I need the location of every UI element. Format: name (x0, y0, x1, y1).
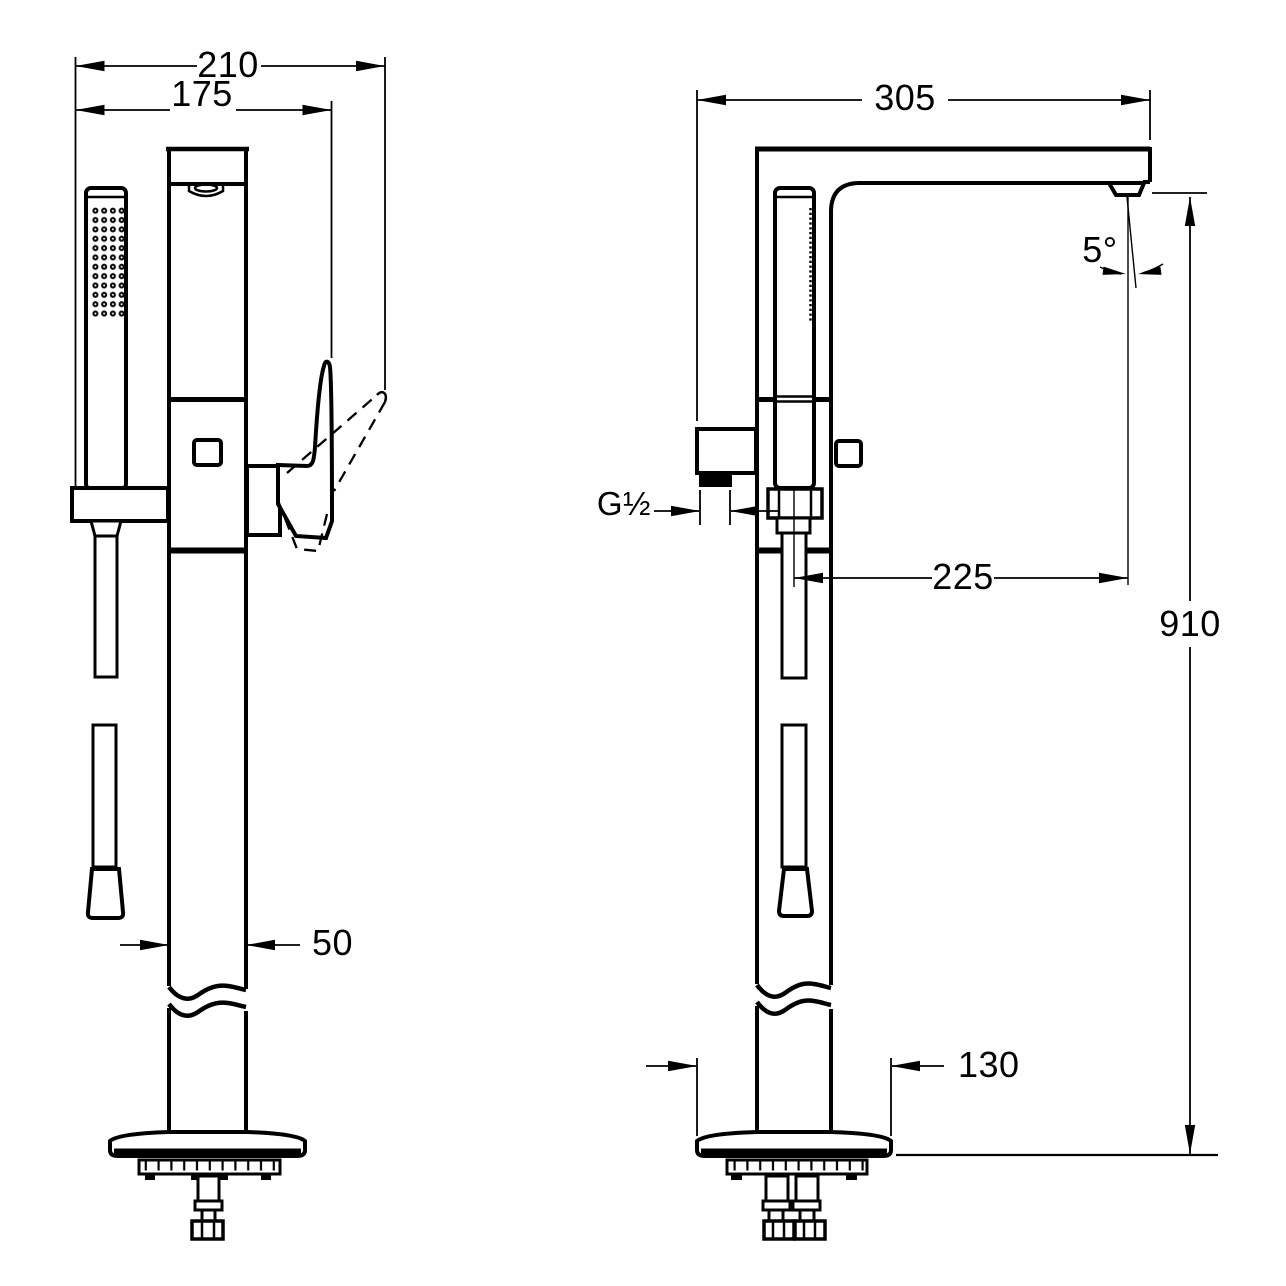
front-view: 210 175 50 (70, 44, 387, 1241)
dim-130-label: 130 (958, 1044, 1020, 1085)
dim-column-width: 50 (120, 922, 353, 963)
break-line (755, 981, 832, 999)
aerator-detail (187, 183, 225, 198)
hose-nut (766, 487, 824, 520)
break-line (167, 983, 247, 1001)
dim-spout-angle: 5° (1082, 196, 1164, 585)
break-line (167, 1000, 247, 1018)
mixer-lever (245, 359, 387, 553)
side-column-lower (755, 981, 833, 1134)
spout-outlet (1105, 181, 1147, 197)
front-base (108, 1130, 307, 1241)
dim-910-label: 910 (1159, 603, 1221, 644)
front-dimensions: 210 175 50 (74, 44, 386, 963)
dim-305-label: 305 (874, 77, 936, 118)
dim-210-label: 210 (197, 44, 259, 85)
diverter-button (192, 438, 223, 467)
diverter-button-side (834, 439, 863, 468)
flange-teeth (729, 1160, 865, 1172)
dim-50-label: 50 (312, 922, 353, 963)
side-base (695, 1130, 1218, 1241)
dim-225-label: 225 (932, 556, 994, 597)
side-view: 305 5° G½ (597, 77, 1221, 1241)
front-column (166, 146, 249, 1134)
side-column-spout (755, 146, 1152, 985)
dim-g12-label: G½ (597, 485, 651, 522)
dim-hose-thread: G½ (597, 485, 778, 525)
flange-teeth (141, 1160, 278, 1172)
dim-base-diameter: 130 (646, 1044, 1020, 1136)
lever-mount (245, 464, 282, 537)
dim-overall-width: 210 (75, 44, 385, 85)
hose-cone-side (776, 867, 815, 918)
shower-hose (85, 519, 126, 920)
hose-connector (699, 474, 732, 487)
fixing-stud (190, 1174, 225, 1241)
fixing-studs (761, 1174, 827, 1241)
hose-cone (85, 867, 126, 920)
bracket-side (695, 427, 758, 487)
dim-handle-width: 175 (75, 73, 332, 116)
break-line (755, 998, 832, 1016)
shower-bracket (70, 486, 170, 523)
dim-outlet-height: 910 (1152, 192, 1221, 1154)
hand-shower (84, 186, 128, 491)
spray-face-nozzles (91, 206, 127, 319)
hand-shower-side (773, 186, 816, 490)
dim-spout-reach: 305 (697, 77, 1150, 118)
side-dimensions: 305 5° G½ (597, 77, 1221, 1154)
lever-rotated-position (277, 390, 387, 553)
dim-175-label: 175 (171, 73, 233, 114)
dim-5deg-label: 5° (1082, 229, 1117, 270)
dim-outlet-offset: 225 (793, 490, 1128, 597)
lever-solid-position (276, 359, 335, 541)
